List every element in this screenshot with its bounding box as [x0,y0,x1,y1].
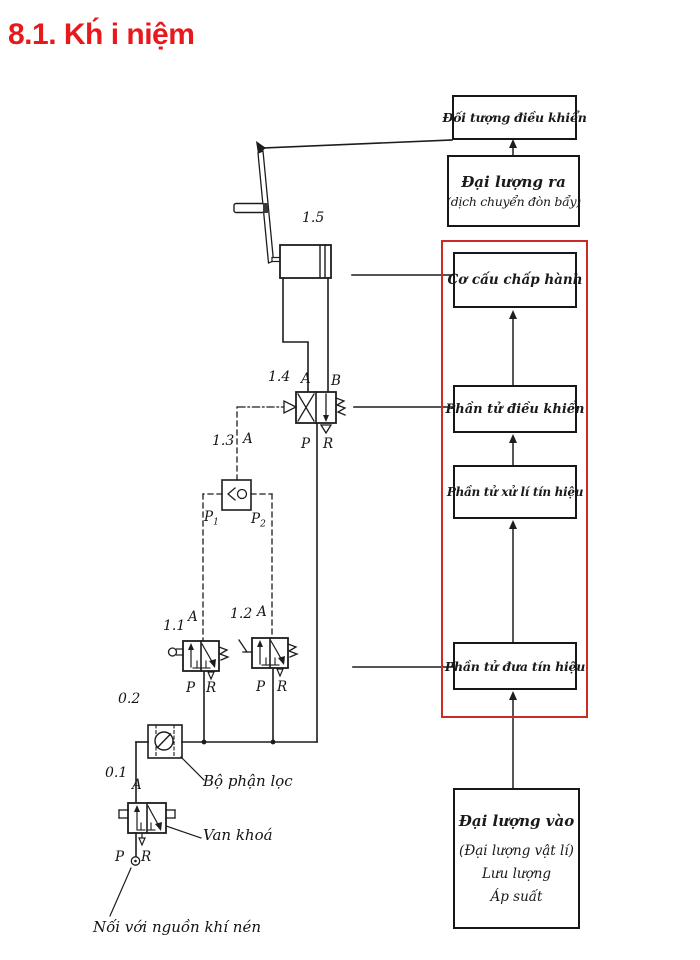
exhaust-icon [207,671,215,681]
valve14-port-b-label: B [331,373,341,389]
valve13-port-p2-label: P2 [251,511,266,530]
exhaust-icon [138,837,146,847]
valve12-port-p-label: P [256,679,266,695]
valve12-port-r-label: R [277,679,288,695]
flow-box-control-element: Phần tử điều khiển [446,385,585,433]
valve11-port-a-label: A [188,609,198,625]
valve14-port-a-label: A [301,371,311,387]
spring-icon [218,646,230,661]
highlight-frame [441,240,588,718]
flow-box-controlled-object: Đối tượng điều khiển [442,95,587,140]
valve12-port-a-label: A [257,604,267,620]
flow-box-actuator: Cơ cấu chấp hành [447,252,583,308]
flow-box-label: Phần tử đưa tín hiệu [444,658,586,674]
port-letter: P [251,511,261,527]
flow-box-sublabel: Lưu lượng [481,866,552,882]
cylinder-id-label: 1.5 [302,210,325,226]
valve-1-4-icon [237,391,347,743]
lever-handle-icon [233,202,265,214]
valve11-port-p-label: P [186,680,196,696]
flow-box-label: Đại lượng vào [458,812,575,830]
port-subscript: 1 [213,517,219,528]
spring-icon [335,397,347,416]
spring-icon [287,643,299,658]
valve13-port-p1-label: P1 [204,509,219,528]
valve01-id-label: 0.1 [105,765,128,781]
cylinder-1-5-icon [271,244,332,279]
valve11-id-label: 1.1 [163,618,186,634]
valve01-port-r-label: R [141,849,152,865]
valve12-id-label: 1.2 [230,606,253,622]
valve-1-1-icon [167,640,230,745]
valve01-port-p-label: P [115,849,125,865]
port-letter: P [204,509,214,525]
valve14-port-r-label: R [323,436,334,452]
supply-lines [135,741,318,804]
flow-box-label: Phần tử xử lí tín hiệu [446,485,584,499]
valve14-port-p-label: P [301,436,311,452]
flow-box-sublabel: (dịch chuyển đòn bẩy) [446,194,581,209]
air-source-note: Nối với nguồn khí nén [93,918,261,936]
slide-title: 8.1. Kh́ i niệm [8,18,195,51]
exhaust-icon [319,424,333,435]
filter-0-2-icon [147,724,183,759]
flow-box-sublabel: (Đại lượng vật lí) [459,843,574,859]
flow-box-label: Đại lượng ra [461,173,566,191]
flow-box-signal-processing: Phần tử xử lí tín hiệu [447,465,583,519]
exhaust-icon [276,668,284,678]
lever-actuator-icon [238,639,248,653]
flow-box-input-quantity: Đại lượng vào (Đại lượng vật lí) Lưu lượ… [453,788,580,929]
lever-mechanism [233,139,453,264]
lever-pivot-icon [256,141,266,154]
valve13-id-label: 1.3 [212,433,235,449]
flow-box-output-quantity: Đại lượng ra (dịch chuyển đòn bẩy) [446,155,581,227]
annotation-pointers [165,756,205,839]
flow-box-label: Phần tử điều khiển [445,401,585,417]
push-button-icon [167,647,178,657]
flow-connectors [351,274,454,668]
valve11-port-r-label: R [206,680,217,696]
filter02-id-label: 0.2 [118,691,141,707]
flow-box-label: Cơ cấu chấp hành [447,272,583,288]
flow-box-signal-input: Phần tử đưa tín hiệu [445,642,585,690]
flow-box-sublabel: Áp suất [490,889,543,905]
shutoff-valve-note: Van khoá [203,826,273,844]
valve-1-2-icon [238,637,299,745]
pilot-icon [283,399,298,415]
cylinder-pipes [282,277,329,393]
valve-0-1-icon [109,802,176,917]
filter-note: Bộ phận lọc [203,772,293,790]
flow-arrows [509,139,517,789]
port-subscript: 2 [260,519,266,530]
valve14-id-label: 1.4 [268,369,291,385]
shuttle-valve-1-3-icon [202,406,273,642]
valve01-port-a-label: A [132,777,142,793]
flow-box-label: Đối tượng điều khiển [442,110,587,125]
valve13-port-a-label: A [243,431,253,447]
